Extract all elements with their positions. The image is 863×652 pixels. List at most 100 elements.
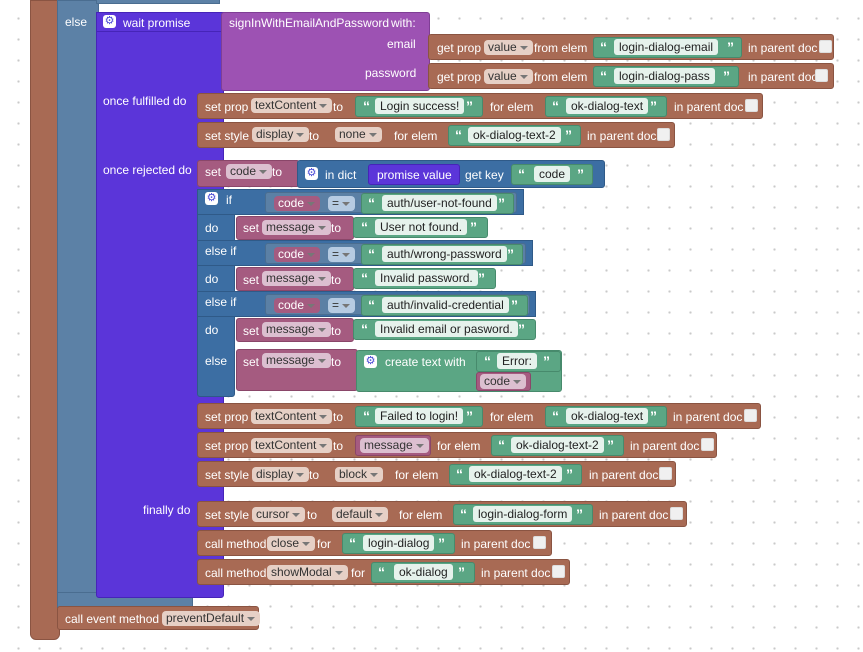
- variable-dropdown[interactable]: message: [262, 220, 331, 235]
- prop-dropdown[interactable]: textContent: [251, 98, 333, 113]
- variable-dropdown[interactable]: message: [262, 322, 331, 337]
- variable-dropdown[interactable]: code: [274, 298, 321, 313]
- style-dropdown[interactable]: cursor: [252, 507, 306, 522]
- string-value[interactable]: auth/wrong-password: [382, 246, 507, 262]
- quote-icon: ”: [607, 437, 614, 453]
- for-label: for: [351, 566, 366, 580]
- to-label: to: [309, 468, 320, 482]
- string-value[interactable]: Failed to login!: [375, 408, 464, 424]
- for-elem-label: for elem: [490, 100, 534, 114]
- create-text-label: create text with: [385, 355, 466, 369]
- prop-dropdown[interactable]: textContent: [251, 409, 333, 424]
- string-value[interactable]: login-dialog-form: [473, 506, 573, 522]
- variable-dropdown[interactable]: message: [360, 438, 429, 453]
- call-event-method-label: call event method: [65, 612, 160, 626]
- string-value[interactable]: login-dialog-email: [614, 39, 719, 55]
- to-label: to: [309, 129, 320, 143]
- prop-dropdown[interactable]: textContent: [251, 438, 333, 453]
- string-value[interactable]: ok-dialog-text-2: [468, 127, 561, 143]
- for-elem-label: for elem: [490, 410, 534, 424]
- prop-dropdown[interactable]: value: [484, 40, 533, 55]
- string-value[interactable]: Invalid email or pasword.: [375, 321, 518, 337]
- string-value[interactable]: ok-dialog-text: [566, 98, 649, 114]
- method-dropdown[interactable]: showModal: [267, 565, 348, 580]
- variable-dropdown[interactable]: code: [226, 164, 273, 179]
- with-label: with:: [391, 16, 416, 30]
- method-dropdown[interactable]: close: [267, 536, 316, 551]
- variable-dropdown[interactable]: message: [262, 353, 331, 368]
- in-parent-doc-label: in parent doc: [674, 100, 744, 114]
- quote-icon: “: [363, 98, 370, 114]
- string-value[interactable]: Invalid password.: [375, 270, 478, 286]
- string-value[interactable]: login-dialog-pass: [614, 68, 715, 84]
- prop-dropdown[interactable]: value: [484, 69, 533, 84]
- quote-icon: ”: [466, 408, 473, 424]
- variable-dropdown[interactable]: code: [274, 196, 321, 211]
- in-parent-doc-checkbox[interactable]: [815, 69, 828, 82]
- string-value[interactable]: code: [534, 166, 571, 182]
- string-value[interactable]: ok-dialog-text-2: [511, 437, 604, 453]
- string-value[interactable]: login-dialog: [363, 535, 435, 551]
- email-param-label: email: [387, 37, 416, 51]
- string-value[interactable]: auth/user-not-found: [382, 195, 497, 211]
- for-elem-label: for elem: [394, 129, 438, 143]
- quote-icon: ”: [577, 166, 584, 182]
- in-parent-doc-label: in parent doc: [481, 566, 551, 580]
- operator-dropdown[interactable]: =: [328, 196, 356, 211]
- quote-icon: “: [484, 353, 491, 369]
- set-message-block[interactable]: [236, 267, 354, 291]
- string-value[interactable]: ok-dialog-text-2: [469, 466, 562, 482]
- to-label: to: [333, 410, 344, 424]
- set-label: set: [243, 324, 260, 338]
- style-value-dropdown[interactable]: block: [335, 467, 384, 482]
- quote-icon: “: [368, 246, 375, 262]
- operator-dropdown[interactable]: =: [328, 247, 356, 262]
- in-parent-doc-checkbox[interactable]: [670, 507, 683, 520]
- string-value[interactable]: ok-dialog-text: [566, 408, 649, 424]
- in-parent-doc-label: in parent doc: [587, 129, 657, 143]
- string-value[interactable]: Login success!: [375, 98, 465, 114]
- quote-icon: ”: [478, 270, 485, 286]
- string-value[interactable]: ok-dialog: [394, 564, 453, 580]
- quote-icon: “: [600, 68, 607, 84]
- gear-icon[interactable]: ⚙: [205, 192, 218, 205]
- string-value[interactable]: auth/invalid-credential: [382, 297, 509, 313]
- in-parent-doc-checkbox[interactable]: [552, 565, 565, 578]
- if-else-block-body[interactable]: [57, 0, 99, 608]
- in-parent-doc-checkbox[interactable]: [744, 409, 757, 422]
- variable-dropdown[interactable]: code: [274, 247, 321, 262]
- variable-dropdown[interactable]: code: [480, 374, 527, 389]
- in-parent-doc-label: in parent doc: [599, 508, 669, 522]
- if-else-top-connector: [96, 0, 220, 4]
- style-dropdown[interactable]: display: [252, 467, 310, 482]
- style-dropdown[interactable]: display: [252, 127, 310, 142]
- in-parent-doc-checkbox[interactable]: [745, 99, 758, 112]
- gear-icon[interactable]: ⚙: [305, 167, 318, 180]
- string-value[interactable]: Error:: [497, 353, 537, 369]
- promise-value-block[interactable]: [368, 164, 460, 185]
- from-elem-label: from elem: [534, 41, 588, 55]
- quote-icon: ”: [566, 466, 573, 482]
- gear-icon[interactable]: ⚙: [103, 15, 116, 28]
- variable-dropdown[interactable]: message: [262, 271, 331, 286]
- else-label: else: [65, 15, 88, 29]
- to-label: to: [333, 439, 344, 453]
- set-style-label: set style: [205, 129, 250, 143]
- in-parent-doc-checkbox[interactable]: [533, 536, 546, 549]
- in-parent-doc-checkbox[interactable]: [701, 438, 714, 451]
- quote-icon: “: [361, 270, 368, 286]
- password-param-label: password: [365, 66, 417, 80]
- in-parent-doc-checkbox[interactable]: [819, 40, 832, 53]
- event-block-body[interactable]: [30, 0, 60, 640]
- quote-icon: ”: [498, 195, 505, 211]
- style-value-dropdown[interactable]: none: [335, 127, 382, 142]
- quote-icon: ”: [507, 246, 514, 262]
- in-parent-doc-checkbox[interactable]: [659, 467, 672, 480]
- set-prop-label: set prop: [205, 100, 249, 114]
- operator-dropdown[interactable]: =: [328, 298, 356, 313]
- in-parent-doc-checkbox[interactable]: [657, 128, 670, 141]
- gear-icon[interactable]: ⚙: [364, 355, 377, 368]
- event-method-dropdown[interactable]: preventDefault: [162, 611, 261, 626]
- string-value[interactable]: User not found.: [375, 219, 468, 235]
- style-value-dropdown[interactable]: default: [332, 507, 389, 522]
